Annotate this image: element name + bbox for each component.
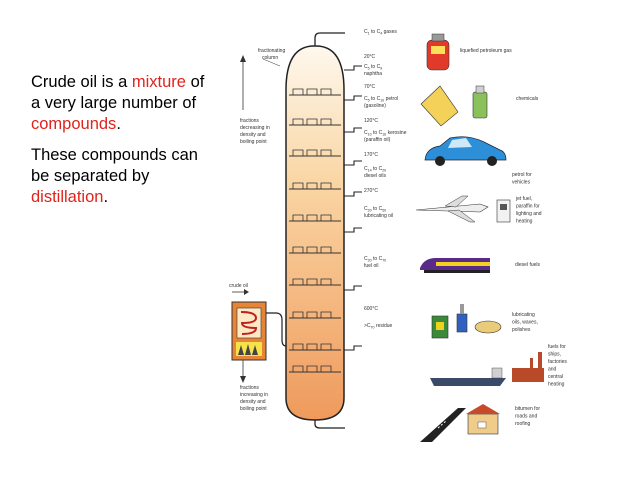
use-label: and	[548, 367, 557, 373]
tray	[289, 118, 341, 126]
use-label: roofing	[515, 421, 531, 427]
tray	[289, 246, 341, 254]
tray	[289, 343, 341, 351]
use-label: polishes	[512, 327, 531, 333]
distillation-term: distillation	[31, 188, 104, 206]
side-pipe	[344, 65, 362, 71]
side-pipe	[344, 285, 362, 291]
fraction-temperature: 20°C	[364, 54, 376, 60]
fraction-label: C5 to C9	[364, 64, 382, 71]
column-label-line-1: fractionating	[258, 48, 285, 54]
tray	[289, 182, 341, 190]
heater-icon	[496, 199, 511, 223]
use-label: oils, waxes,	[512, 320, 538, 326]
lubricant-cans-icon	[431, 304, 502, 339]
fraction-label: C14 to C20	[364, 166, 386, 173]
fraction-sublabel: (gasoline)	[364, 103, 386, 109]
fraction-temperature: 600°C	[364, 306, 378, 312]
intro-text: Crude oil is a mixture of a very large n…	[31, 72, 211, 218]
side-pipe	[344, 160, 362, 166]
fraction-label: C5 to C10 petrol	[364, 96, 398, 103]
side-pipe	[344, 345, 362, 351]
tray	[289, 88, 341, 96]
fraction-sublabel: lubricating oil	[364, 213, 393, 219]
use-label: fuels for	[548, 344, 566, 350]
side-pipe	[344, 191, 362, 197]
mixture-term: mixture	[131, 73, 186, 91]
use-label: paraffin for	[516, 204, 540, 210]
intro-paragraph-2: These compounds can be separated by dist…	[31, 146, 198, 206]
fraction-label: C10 to C16 kerosine	[364, 130, 407, 137]
fraction-label: >C70 residue	[364, 323, 393, 330]
tray	[289, 365, 341, 373]
fraction-temperature: 270°C	[364, 188, 378, 194]
lpg-cylinder-icon	[426, 33, 450, 71]
up-arrow-head	[240, 55, 246, 62]
fractions-increasing-line-2: increasing in	[240, 392, 268, 398]
use-label: petrol for	[512, 172, 532, 178]
factory-icon	[512, 352, 544, 382]
fractions-decreasing-line-2: decreasing in	[240, 125, 270, 131]
fractionating-column	[285, 45, 345, 421]
tray	[289, 149, 341, 157]
fraction-temperature: 170°C	[364, 152, 378, 158]
tray	[289, 311, 341, 319]
fraction-sublabel: fuel oil	[364, 263, 378, 269]
fraction-label: C1 to C4 gases	[364, 29, 397, 36]
use-label: roads and	[515, 414, 537, 420]
fraction-label: C20 to C70	[364, 256, 386, 263]
use-label: factories	[548, 359, 567, 365]
use-label: lubricating	[512, 312, 535, 318]
use-label: chemicals	[516, 96, 539, 102]
fractions-decreasing-line-3: density and	[240, 132, 266, 138]
column-label-line-2: column	[262, 55, 278, 61]
intro-paragraph-1: Crude oil is a mixture of a very large n…	[31, 73, 205, 133]
tray	[289, 214, 341, 222]
use-label: heating	[516, 219, 533, 225]
use-label: diesel fuels	[515, 262, 541, 268]
use-label: bitumen for	[515, 406, 540, 412]
road-house-icon	[420, 404, 500, 442]
fraction-sublabel: diesel oils	[364, 173, 386, 179]
ship-icon	[430, 367, 506, 386]
fraction-sublabel: naphtha	[364, 71, 382, 77]
fractions-increasing-line-4: boiling point	[240, 406, 267, 412]
column-trays	[289, 88, 341, 373]
jet-plane-icon	[415, 195, 489, 223]
train-icon	[420, 258, 490, 273]
fractions-increasing-line-1: fractions	[240, 385, 259, 391]
use-label: jet fuel,	[515, 196, 532, 202]
use-label: central	[548, 374, 563, 380]
side-draw-pipes	[344, 65, 362, 351]
side-pipe	[344, 95, 362, 101]
chemicals-icon	[420, 85, 488, 127]
fractions-decreasing-line-1: fractions	[240, 118, 259, 124]
crude-oil-label: crude oil	[229, 283, 248, 289]
tray	[289, 278, 341, 286]
fractions-decreasing-line-4: boiling point	[240, 139, 267, 145]
compounds-term: compounds	[31, 115, 117, 133]
car-icon	[424, 136, 507, 166]
use-label: heating	[548, 382, 565, 388]
fraction-temperature: 70°C	[364, 84, 376, 90]
feed-pipe	[266, 312, 287, 347]
furnace-icon	[231, 301, 267, 361]
use-label: vehicles	[512, 180, 531, 186]
use-label: ships,	[548, 352, 561, 358]
use-label: lighting and	[516, 211, 542, 217]
fraction-temperature: 120°C	[364, 118, 378, 124]
side-pipe	[344, 127, 362, 133]
fractions-increasing-line-3: density and	[240, 399, 266, 405]
fraction-sublabel: (paraffin oil)	[364, 137, 391, 143]
side-pipe	[344, 227, 362, 233]
use-label: liquefied petroleum gas	[460, 48, 512, 54]
fraction-label: C20 to C50	[364, 206, 386, 213]
down-arrow-head	[240, 376, 246, 383]
